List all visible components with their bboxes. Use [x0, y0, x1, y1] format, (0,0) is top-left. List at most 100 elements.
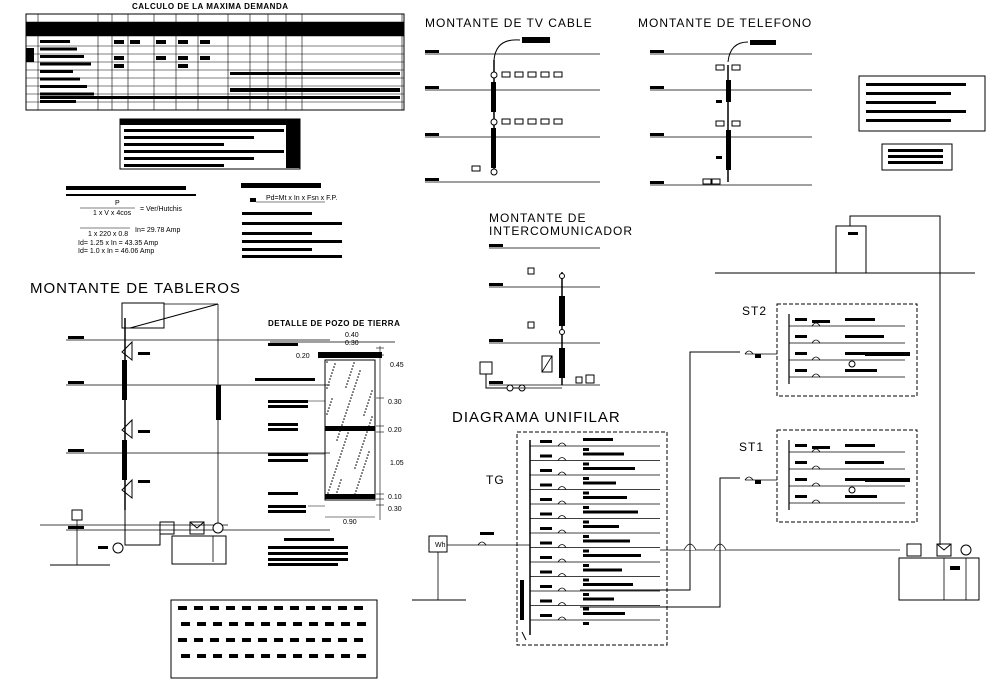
main-board-env-mark — [936, 543, 952, 551]
table-value — [200, 56, 210, 60]
st-breaker-tag — [795, 461, 807, 464]
pozo-stipple — [330, 401, 332, 403]
pozo-stipple — [366, 457, 368, 459]
tg-breaker — [557, 500, 567, 505]
pozo-stipple — [341, 424, 343, 426]
pozo-stipple — [355, 382, 357, 384]
pozo-stipple — [342, 447, 344, 449]
pozo-stipple — [357, 376, 359, 378]
tab-floor-tag — [68, 336, 84, 339]
tg-breaker-tag — [540, 599, 552, 603]
dim-7: 0.10 — [388, 494, 402, 501]
pozo-stipple — [350, 371, 352, 373]
tg-circuit-label — [583, 525, 619, 528]
pozo-stipple — [362, 469, 364, 471]
table-cell-text — [40, 92, 94, 96]
tv-floor-tag — [425, 86, 439, 89]
pozo-stipple — [329, 378, 331, 380]
notes-text — [258, 606, 267, 610]
tel-tag — [716, 100, 722, 103]
notes-text — [229, 622, 238, 626]
dim-0: 0.40 — [345, 332, 359, 339]
table-cell-text — [40, 70, 73, 73]
tg-breaker-tag — [540, 527, 552, 530]
tab-tag — [138, 480, 150, 483]
tel-riser-bar — [726, 80, 731, 102]
tab-roof-panel — [121, 302, 165, 329]
dim-6: 1.05 — [390, 460, 404, 467]
st-tag — [812, 446, 830, 449]
notes-text — [338, 638, 347, 642]
st-circuit-label — [845, 369, 877, 372]
tab-main-box — [189, 521, 205, 535]
pozo-stipple — [365, 434, 367, 436]
title-calculo: CALCULO DE LA MAXIMA DEMANDA — [132, 2, 289, 11]
tel-tag — [716, 156, 722, 159]
pozo-stipple — [339, 456, 341, 458]
tg-breaker — [557, 587, 567, 592]
right-line — [242, 240, 342, 243]
tg-circuit-sub — [583, 448, 589, 451]
pozo-stipple — [345, 386, 347, 388]
tv-outlet — [471, 165, 481, 172]
pozo-stipple — [343, 444, 345, 446]
tg-breaker — [557, 558, 567, 563]
pozo-stipple — [338, 485, 340, 487]
calc-line — [124, 129, 284, 132]
tg-breaker — [557, 573, 567, 577]
st-breaker — [811, 448, 821, 453]
main-board-box — [898, 557, 980, 601]
pozo-stipple — [366, 405, 368, 407]
tab-riser-bar — [122, 440, 127, 480]
notes-text — [277, 622, 286, 626]
tg-feeder-tag — [480, 532, 494, 535]
tel-box — [711, 178, 721, 185]
pozo-stipple — [332, 369, 334, 371]
notes-text — [245, 622, 254, 626]
table-value — [178, 64, 188, 68]
st-breaker-tag — [795, 495, 807, 498]
tel-floor-tag — [650, 181, 664, 184]
tg-circuit-sub — [583, 607, 589, 611]
tab-meter-box — [71, 509, 83, 521]
table-value — [114, 56, 124, 60]
pozo-stipple — [359, 478, 361, 480]
pozo-stipple — [349, 374, 351, 376]
notes-text — [213, 622, 222, 626]
pozo-stipple — [368, 399, 370, 401]
tg-breaker — [557, 457, 567, 461]
pozo-stipple — [366, 431, 368, 433]
right-line — [242, 232, 312, 235]
st-node — [848, 486, 856, 494]
st-breaker-tag — [795, 478, 807, 481]
subpanels — [715, 215, 980, 601]
tv-outlet — [514, 118, 524, 125]
pozo-cap — [318, 352, 382, 358]
pozo-stipple — [355, 490, 357, 492]
notes-text — [178, 638, 187, 642]
notes-text — [178, 606, 187, 610]
ic-node — [506, 384, 514, 392]
tg-dashed-frame — [516, 431, 668, 646]
meter-label: Wh — [435, 542, 446, 549]
dim-4: 0.30 — [388, 399, 402, 406]
notes-text — [322, 606, 331, 610]
ic-box — [575, 376, 583, 384]
notes-text — [181, 654, 190, 658]
pozo-stipple — [331, 398, 333, 400]
pozo-label — [268, 453, 308, 456]
tel-riser-bar — [726, 130, 731, 170]
label-st1: ST1 — [739, 440, 765, 454]
table-cell-text — [40, 85, 87, 88]
pozo-stipple — [354, 467, 356, 469]
tg-circuit-label — [583, 438, 613, 441]
pozo-stipple — [341, 450, 343, 452]
table-cell-text — [40, 47, 77, 51]
right-line — [242, 212, 312, 215]
notes-text — [306, 606, 315, 610]
tg-breaker-tag — [540, 512, 552, 516]
pozo-stipple — [363, 466, 365, 468]
legend-line — [888, 149, 943, 152]
st-node — [848, 360, 856, 368]
right-line — [242, 255, 342, 258]
